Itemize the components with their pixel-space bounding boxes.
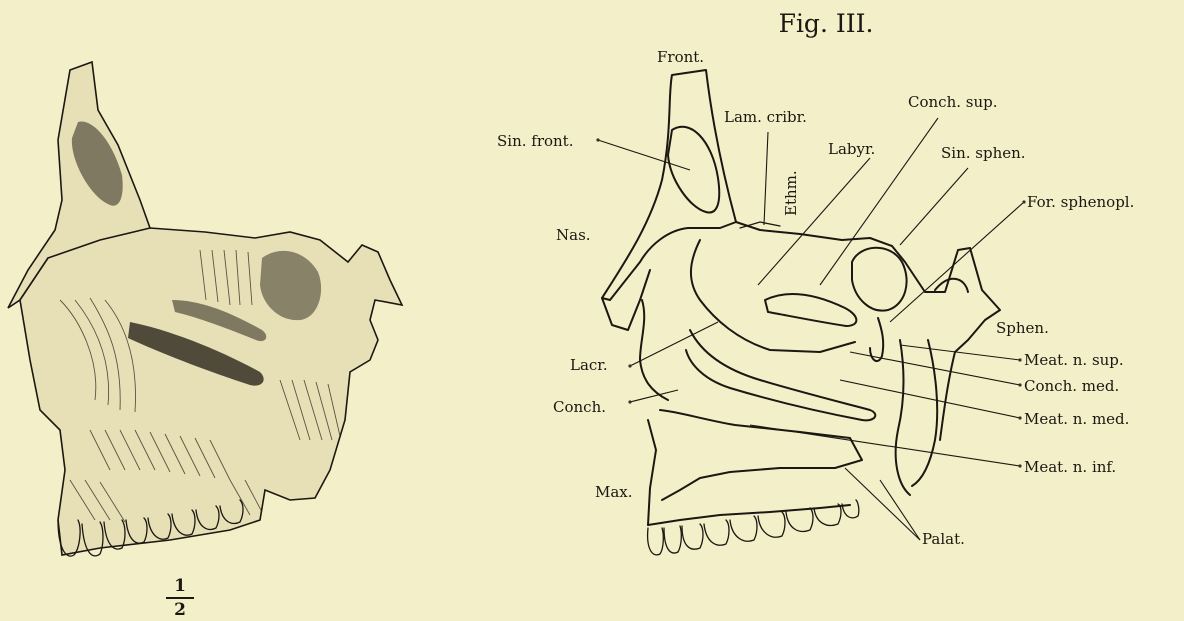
label-lacr: Lacr. [570, 356, 608, 374]
label-palat: Palat. [922, 530, 965, 548]
label-front: Front. [657, 48, 704, 66]
label-for-sphenopl: For. sphenopl. [1027, 193, 1134, 211]
scale-numerator: 1 [174, 576, 186, 596]
label-conch: Conch. [553, 398, 606, 416]
label-sphen: Sphen. [996, 319, 1049, 337]
label-ethm: Ethm. [782, 170, 800, 216]
label-meat-n-inf: Meat. n. inf. [1024, 458, 1116, 476]
label-max: Max. [595, 483, 633, 501]
label-sin-front: Sin. front. [497, 132, 573, 150]
right-line-diagram [596, 70, 1025, 555]
label-conch-sup: Conch. sup. [908, 93, 998, 111]
label-meat-n-med: Meat. n. med. [1024, 410, 1129, 428]
left-anatomical-drawing: 1 2 [8, 62, 402, 620]
figure-title: Fig. III. [779, 9, 874, 38]
label-labyr: Labyr. [828, 140, 875, 158]
label-sin-sphen: Sin. sphen. [941, 144, 1026, 162]
label-nas: Nas. [556, 226, 591, 244]
label-meat-n-sup: Meat. n. sup. [1024, 351, 1124, 369]
scale-denominator: 2 [174, 600, 186, 620]
label-lam-cribr: Lam. cribr. [724, 108, 807, 126]
label-conch-med: Conch. med. [1024, 377, 1119, 395]
